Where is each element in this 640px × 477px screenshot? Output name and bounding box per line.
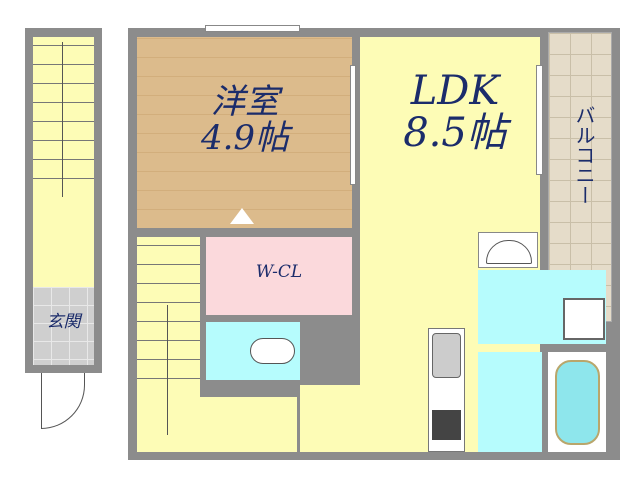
- kitchen-sink-icon: [432, 333, 461, 378]
- ldk-label: LDK 8.5帖: [370, 70, 540, 154]
- ldk-lower: [300, 385, 430, 452]
- washing-machine-icon: [563, 298, 605, 340]
- ldk-window: [536, 65, 543, 175]
- stair-arrow-icon: [62, 42, 63, 197]
- stair-landing: [137, 397, 297, 452]
- stair-arrow-icon: [167, 305, 168, 435]
- ldk-size: 8.5帖: [403, 110, 507, 156]
- western-room-size: 4.9帖: [200, 117, 290, 158]
- entrance-area: [33, 287, 94, 365]
- western-side-door: [350, 65, 356, 185]
- ldk-name: LDK: [410, 68, 500, 114]
- western-window: [205, 25, 300, 32]
- western-room-name: 洋室: [211, 82, 279, 122]
- door-triangle-icon: [230, 208, 254, 224]
- entrance-landing: [33, 197, 94, 287]
- entrance-label: 玄関: [46, 312, 81, 332]
- balcony-label: バルコニー: [572, 105, 596, 205]
- closet-label: W-CL: [255, 262, 303, 282]
- bathtub-icon: [555, 360, 600, 445]
- western-room-label: 洋室 4.9帖: [150, 82, 340, 158]
- stove-icon: [432, 410, 461, 440]
- toilet-icon: [250, 338, 295, 364]
- western-room[interactable]: [137, 37, 352, 228]
- entrance-stairs: [33, 37, 94, 197]
- entrance-door[interactable]: [41, 373, 85, 429]
- main-stairs: [137, 237, 200, 397]
- walk-in-closet[interactable]: [206, 237, 352, 315]
- shower-area[interactable]: [478, 352, 542, 452]
